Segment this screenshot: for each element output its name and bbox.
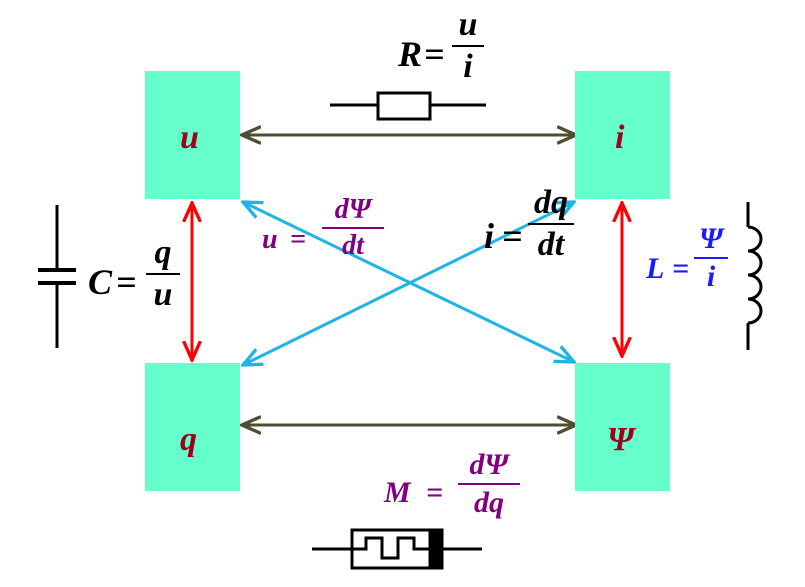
capacitor-icon xyxy=(38,205,76,348)
quantity-q-label: q xyxy=(180,421,197,458)
box-q: q xyxy=(145,363,240,491)
current-fraction-bar xyxy=(528,223,574,225)
inductor-fraction-bar xyxy=(694,257,728,259)
inductor-fraction: Ψ i xyxy=(694,224,728,292)
memristor-equals: = xyxy=(426,476,444,509)
resistor-denominator: i xyxy=(463,48,473,85)
memristor-denominator: dq xyxy=(474,486,504,519)
memristor-fraction-bar xyxy=(458,483,520,485)
faraday-equals: = xyxy=(290,224,306,255)
resistor-equals: = xyxy=(424,34,445,74)
arrow-i-q xyxy=(243,202,574,365)
inductor-icon xyxy=(746,202,763,350)
faraday-denominator: dt xyxy=(342,230,364,261)
resistor-icon xyxy=(330,91,486,121)
quantity-i-label: i xyxy=(615,119,625,156)
memristor-symbol: M xyxy=(384,476,411,509)
faraday-fraction: dΨ dt xyxy=(322,196,384,260)
resistor-symbol: R xyxy=(398,34,423,74)
capacitor-numerator: q xyxy=(154,234,172,271)
box-i: i xyxy=(575,71,670,199)
capacitor-symbol: C xyxy=(88,262,113,302)
inductor-denominator: i xyxy=(706,260,716,293)
current-fraction: dq dt xyxy=(528,186,574,262)
quantity-psi-label: Ψ xyxy=(607,421,635,458)
resistor-fraction: u i xyxy=(452,8,484,84)
inductor-numerator: Ψ xyxy=(699,222,723,255)
memristor-numerator: dΨ xyxy=(469,448,509,481)
current-denominator: dt xyxy=(537,226,565,263)
resistor-numerator: u xyxy=(458,6,478,43)
resistor-fraction-bar xyxy=(452,45,484,47)
current-equals: = xyxy=(502,216,523,256)
quantity-u-label: u xyxy=(180,119,199,156)
memristor-fraction: dΨ dq xyxy=(458,450,520,518)
capacitor-denominator: u xyxy=(153,276,173,313)
box-u: u xyxy=(145,71,240,199)
faraday-fraction-bar xyxy=(322,227,384,229)
capacitor-fraction: q u xyxy=(146,236,180,312)
current-lhs: i xyxy=(484,216,495,256)
capacitor-equals: = xyxy=(116,262,137,302)
box-psi: Ψ xyxy=(575,363,670,491)
capacitor-fraction-bar xyxy=(146,273,180,275)
faraday-numerator: dΨ xyxy=(334,194,372,225)
faraday-lhs: u xyxy=(262,224,278,255)
memristor-icon xyxy=(312,528,482,570)
current-numerator: dq xyxy=(534,184,568,221)
inductor-symbol: L xyxy=(646,252,665,285)
inductor-equals: = xyxy=(672,252,690,285)
